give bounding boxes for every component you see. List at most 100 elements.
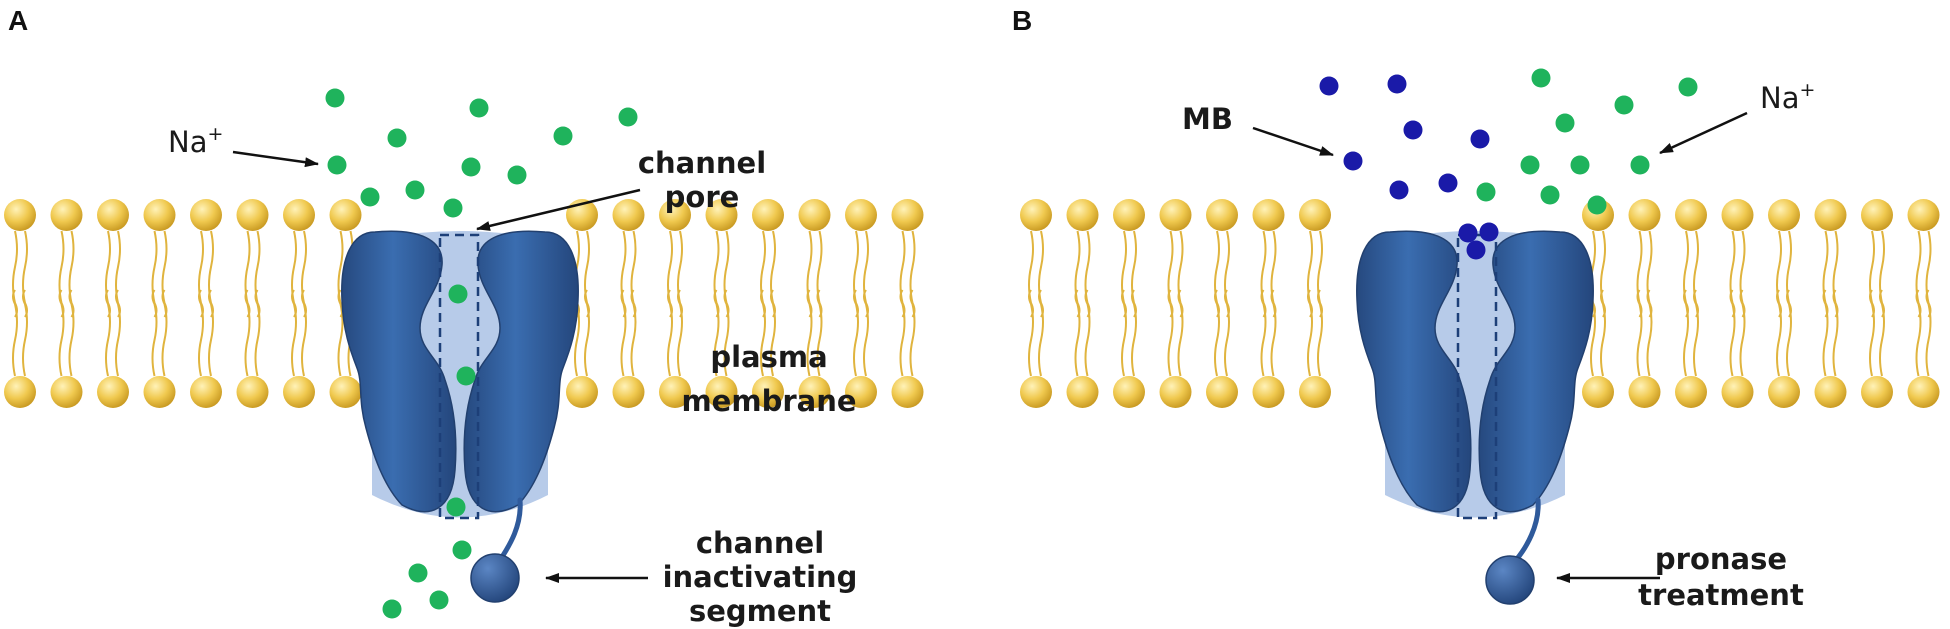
pore-label-line2: pore — [665, 180, 740, 214]
lipid-tail — [1074, 289, 1081, 377]
lipid-head-sphere — [1299, 376, 1331, 408]
lipid-head-sphere — [1066, 199, 1099, 231]
panel-a-letter: A — [8, 5, 28, 36]
mb-molecule-dot — [1389, 180, 1409, 200]
lipid-head-sphere — [190, 199, 222, 231]
lipid-tail — [1131, 289, 1137, 377]
treatment-label-line1: pronase — [1655, 542, 1787, 576]
lipid-tail — [584, 289, 590, 377]
segment-label-line1: channel — [696, 526, 824, 560]
channel-subunit-right — [1478, 230, 1594, 513]
lipid-head-sphere — [50, 199, 83, 231]
mb-label: MB — [1182, 102, 1233, 136]
lipid-tail — [12, 289, 18, 377]
lipid-tail — [1683, 289, 1689, 377]
lipid-head-sphere — [1768, 376, 1800, 408]
sodium-label-a: Na+ — [168, 123, 223, 159]
lipid-tail — [863, 289, 869, 377]
lipid-head-sphere — [1814, 199, 1847, 231]
sodium-ion-dot — [1587, 195, 1607, 215]
lipid-tail — [1832, 289, 1839, 377]
sodium-ion-dot — [456, 366, 476, 386]
segment-label-line3: segment — [689, 594, 831, 628]
lipid-tail — [1214, 289, 1220, 377]
lipid-tail — [208, 289, 214, 377]
lipid-tail — [816, 289, 823, 377]
lipid-tail — [198, 289, 204, 377]
membrane-label-line2: membrane — [681, 384, 856, 418]
lipid-head-sphere — [283, 199, 315, 231]
lipid-head-sphere — [143, 199, 176, 231]
lipid-head-sphere — [50, 376, 83, 408]
lipid-tail — [1925, 289, 1932, 377]
pore-label-line1: channel — [638, 146, 766, 180]
lipid-tail — [1729, 289, 1736, 377]
segment-label-line2: inactivating — [663, 560, 858, 594]
lipid-head-sphere — [1675, 376, 1707, 408]
lipid-tail — [151, 289, 158, 377]
sodium-ion-dot — [446, 497, 466, 517]
mb-molecule-dot — [1466, 240, 1486, 260]
lipid-head-sphere — [4, 199, 36, 231]
lipid-tail — [58, 289, 65, 377]
sodium-ion-dot — [1531, 68, 1551, 88]
lipid-tail — [1260, 289, 1267, 377]
lipid-tail — [1084, 289, 1091, 377]
lipid-head-sphere — [752, 376, 784, 408]
lipid-tail — [1121, 289, 1127, 377]
arrow-na-b — [1659, 111, 1748, 155]
sodium-ion-dot — [1540, 185, 1560, 205]
lipid-head-sphere — [143, 376, 176, 408]
lipid-tail — [723, 289, 730, 377]
lipid-tail — [1317, 289, 1323, 377]
lipid-tail — [1270, 289, 1277, 377]
lipid-head-sphere — [798, 376, 831, 408]
lipid-tail — [909, 289, 916, 377]
lipid-tail — [254, 289, 261, 377]
lipid-head-sphere — [1768, 199, 1800, 231]
lipid-head-sphere — [97, 376, 129, 408]
lipid-head-sphere — [236, 199, 269, 231]
lipid-head-sphere — [1113, 376, 1145, 408]
lipid-head-sphere — [891, 376, 924, 408]
membrane-label-line1: plasma — [710, 340, 827, 374]
arrow-na-a — [232, 150, 319, 168]
lipid-tail — [301, 289, 307, 377]
lipid-tail — [630, 289, 637, 377]
lipid-head-sphere — [798, 199, 831, 231]
lipid-tail — [806, 289, 813, 377]
sodium-ion-dot — [382, 599, 402, 619]
sodium-ion-dot — [1476, 182, 1496, 202]
lipid-tail — [1177, 289, 1184, 377]
lipid-tail — [1786, 289, 1792, 377]
lipid-head-sphere — [1113, 199, 1145, 231]
lipid-tail — [1776, 289, 1782, 377]
sodium-ion-dot — [1678, 77, 1698, 97]
lipid-head-sphere — [1675, 199, 1707, 231]
lipid-head-sphere — [1206, 376, 1238, 408]
inactivation-ball — [470, 553, 520, 603]
sodium-ion-dot — [507, 165, 527, 185]
lipid-tail — [713, 289, 720, 377]
lipid-tail — [68, 289, 75, 377]
sodium-ion-dot — [325, 88, 345, 108]
sodium-ion-dot — [461, 157, 481, 177]
sodium-ion-dot — [429, 590, 449, 610]
arrow-pore — [476, 188, 641, 231]
mb-molecule-dot — [1319, 76, 1339, 96]
lipid-tail — [1915, 289, 1922, 377]
ion-particles — [325, 68, 1698, 619]
lipid-head-sphere — [705, 199, 738, 231]
lipid-head-sphere — [1020, 199, 1052, 231]
sodium-ion-dot — [387, 128, 407, 148]
lipid-head-sphere — [566, 376, 598, 408]
lipid-tail — [105, 289, 111, 377]
mb-molecule-dot — [1479, 222, 1499, 242]
lipid-head-sphere — [1252, 199, 1285, 231]
lipid-tail — [1646, 289, 1653, 377]
lipid-head-sphere — [1861, 376, 1893, 408]
sodium-ion-dot — [327, 155, 347, 175]
lipid-head-sphere — [891, 199, 924, 231]
lipid-head-sphere — [612, 376, 645, 408]
